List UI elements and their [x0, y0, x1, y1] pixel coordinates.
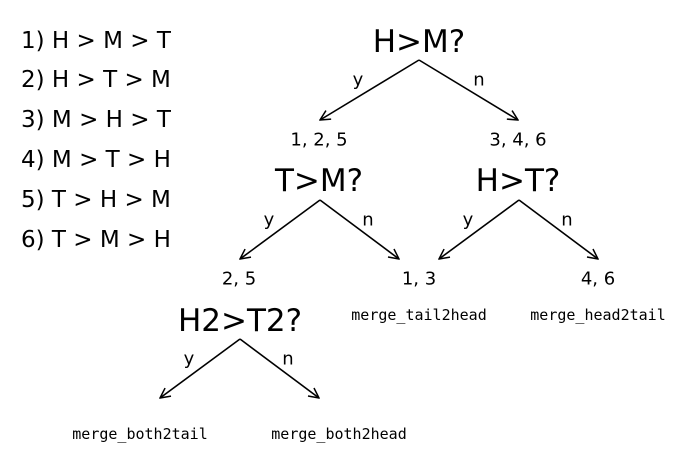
- left-question: T>M?: [274, 163, 364, 199]
- sub-no-label: n: [282, 348, 294, 370]
- edge-root-no: [418, 59, 518, 120]
- edge-root-yes: [320, 59, 420, 120]
- edge-sub-no: [239, 338, 319, 398]
- edge-right-yes: [439, 199, 520, 259]
- right-no-set-label: 4, 6: [580, 268, 616, 290]
- sub-question: H2>T2?: [177, 303, 303, 339]
- merge-tail2head-label: merge_tail2head: [351, 306, 487, 324]
- edge-left-yes: [240, 199, 321, 259]
- merge-head2tail-label: merge_head2tail: [530, 306, 666, 324]
- edge-right-no: [518, 199, 598, 259]
- root-no-label: n: [473, 69, 485, 91]
- edge-left-no: [319, 199, 399, 259]
- ordering-item: 6) T > M > H: [21, 227, 171, 253]
- ordering-item: 5) T > H > M: [21, 187, 171, 213]
- right-set-label: 3, 4, 6: [489, 129, 547, 151]
- edge-sub-yes: [160, 338, 241, 398]
- root-question: H>M?: [372, 24, 466, 60]
- middle-set-label: 1, 3: [401, 268, 437, 290]
- merge-both2tail-label: merge_both2tail: [72, 425, 208, 443]
- right-yes-label: y: [462, 209, 474, 231]
- ordering-item: 4) M > T > H: [21, 147, 171, 173]
- merge-both2head-label: merge_both2head: [271, 425, 407, 443]
- left-no-label: n: [362, 209, 374, 231]
- right-no-label: n: [561, 209, 573, 231]
- right-question: H>T?: [475, 163, 561, 199]
- ordering-item: 3) M > H > T: [21, 107, 171, 133]
- ordering-item: 2) H > T > M: [21, 67, 171, 93]
- root-yes-label: y: [352, 69, 364, 91]
- ordering-item: 1) H > M > T: [21, 28, 171, 54]
- sub-yes-label: y: [183, 348, 195, 370]
- left-set-label: 1, 2, 5: [290, 129, 348, 151]
- left-yes-set-label: 2, 5: [221, 268, 257, 290]
- left-yes-label: y: [263, 209, 275, 231]
